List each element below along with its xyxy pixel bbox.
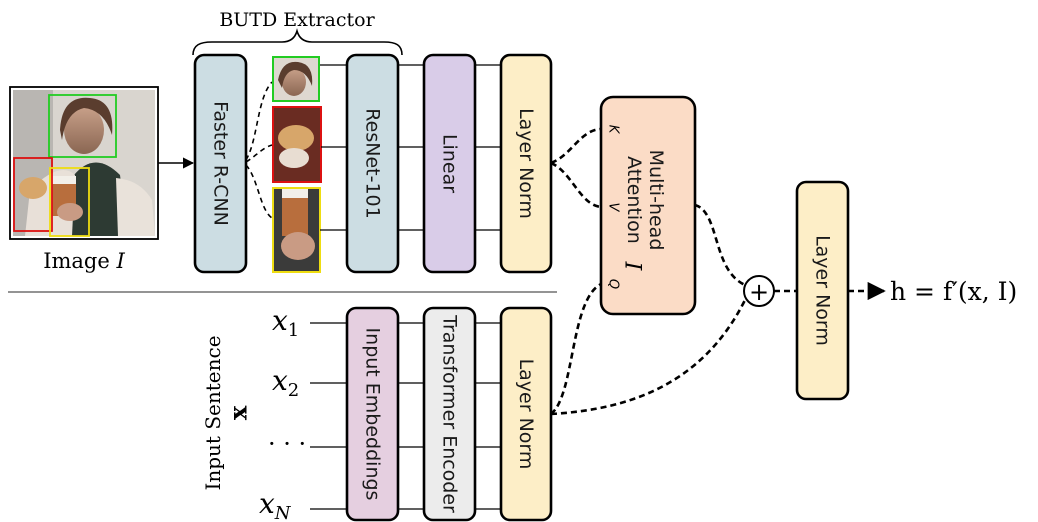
transformer-encoder-label: Transformer Encoder	[439, 314, 461, 513]
extractor-brace	[192, 28, 403, 56]
residual-link	[550, 299, 747, 416]
detection-box-yellow	[49, 167, 90, 237]
bottom-connectors	[310, 322, 501, 510]
output-formula: h = f′(x, I)	[890, 277, 1017, 306]
layer-norm-right-label: Layer Norm	[812, 235, 834, 346]
faster-rcnn-block	[193, 53, 248, 274]
layer-norm-bottom-label: Layer Norm	[515, 359, 537, 470]
k-link	[550, 127, 602, 165]
detection-box-green	[48, 94, 117, 158]
resnet-label: ResNet-101	[362, 108, 384, 218]
crop-yellow	[272, 187, 321, 273]
v-link	[550, 161, 602, 209]
detection-box-red	[13, 157, 53, 232]
faster-rcnn-label: Faster R-CNN	[210, 101, 232, 226]
token-xN: xN	[259, 487, 292, 522]
crop-red	[272, 106, 322, 183]
transformer-encoder-block	[422, 306, 477, 522]
extractor-label: BUTD Extractor	[219, 9, 375, 31]
crop-link-2	[245, 144, 273, 163]
attention-port-v: V	[606, 203, 621, 213]
attention-port-q: Q	[606, 279, 621, 289]
input-embeddings-label: Input Embeddings	[362, 328, 384, 501]
linear-label: Linear	[439, 134, 461, 193]
crop-link-1	[245, 81, 273, 161]
token-x2: x2	[272, 364, 299, 401]
attention-to-add-link	[694, 203, 746, 287]
input-sentence-label: Input Sentence	[201, 335, 225, 490]
attention-port-k: K	[606, 125, 621, 135]
crop-green	[272, 56, 320, 102]
layer-norm-top-label: Layer Norm	[515, 108, 537, 219]
input-embeddings-block	[345, 306, 400, 522]
token-x1: x1	[272, 304, 299, 341]
q-link	[550, 282, 602, 416]
top-connectors	[320, 64, 501, 231]
image-caption: Image I	[43, 249, 125, 273]
token-ellipsis: · · ·	[268, 430, 306, 458]
attention-var: I	[620, 261, 645, 272]
linear-block	[422, 53, 477, 274]
input-sentence-var: x	[224, 405, 253, 420]
attention-label-line2: Attention	[623, 156, 645, 244]
input-image	[9, 86, 159, 240]
crop-link-3	[245, 164, 273, 219]
attention-label-line1: Multi-head	[645, 150, 667, 251]
add-symbol: +	[749, 278, 769, 306]
resnet-block	[345, 53, 400, 274]
